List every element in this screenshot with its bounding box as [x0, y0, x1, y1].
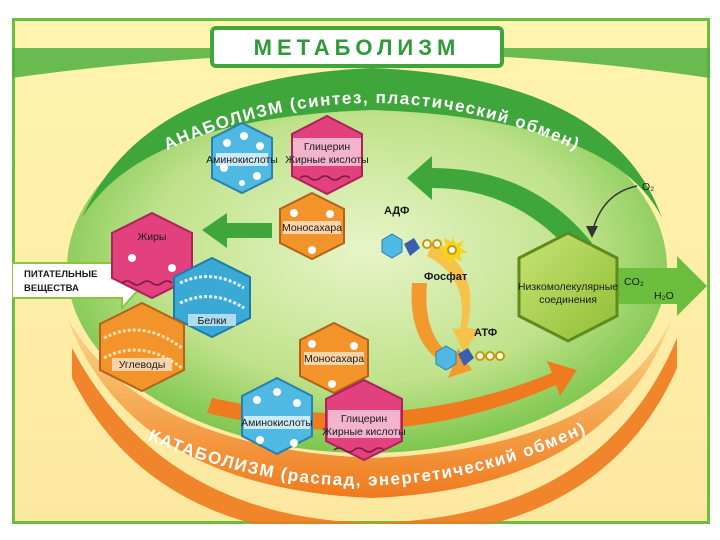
- hex-glycerin-top-line2: Жирные кислоты: [285, 154, 368, 166]
- hex-carbs-label: Углеводы: [119, 359, 166, 371]
- anabolism-arrow: [407, 156, 592, 248]
- hex-glycerin-bottom-line1: Глицерин: [341, 413, 388, 425]
- input-label-line2: ВЕЩЕСТВА: [24, 283, 79, 294]
- hex-glycerin-top: Глицерин Жирные кислоты: [285, 114, 369, 196]
- h2o-label: H₂O: [654, 290, 674, 302]
- hex-amino-top: Аминокислоты: [206, 121, 278, 195]
- hex-proteins-label: Белки: [198, 315, 227, 327]
- low-molecular-line1: Низкомолекулярные: [518, 281, 618, 293]
- o2-label: O₂: [642, 181, 654, 193]
- hex-low-molecular: Низкомолекулярные соединения: [517, 231, 619, 343]
- hex-monosugar-top: Моносахара: [279, 191, 345, 261]
- hex-monosugar-bottom: Моносахара: [299, 321, 369, 395]
- catabolism-band: [67, 318, 672, 498]
- hex-amino-bottom-label: Аминокислоты: [241, 417, 313, 429]
- hex-monosugar-bottom-label: Моносахара: [304, 353, 364, 365]
- atp-label: АТФ: [474, 327, 497, 339]
- top-band: [12, 48, 710, 78]
- hex-amino-top-label: Аминокислоты: [206, 154, 278, 166]
- phosphate-molecule: Фосфат: [424, 236, 468, 283]
- atp-cycle-arrow-right: [427, 243, 479, 353]
- anabolism-band: [82, 68, 662, 218]
- hex-fats: Жиры: [111, 211, 193, 300]
- input-label-line1: ПИТАТЕЛЬНЫЕ: [24, 269, 97, 280]
- hex-glycerin-top-line1: Глицерин: [304, 141, 351, 153]
- adp-label: АДФ: [384, 205, 409, 217]
- hex-fats-label: Жиры: [138, 231, 167, 243]
- hex-proteins: Белки: [173, 256, 251, 339]
- hex-glycerin-bottom-line2: Жирные кислоты: [322, 426, 405, 438]
- metabolism-diagram: МЕТАБОЛИЗМ АНАБОЛИЗМ (синтез, пластическ…: [12, 18, 710, 524]
- output-arrow: CO₂ H₂O: [612, 256, 707, 316]
- phosphate-label: Фосфат: [424, 271, 468, 283]
- hex-glycerin-bottom: Глицерин Жирные кислоты: [322, 378, 406, 462]
- co2-label: CO₂: [624, 276, 644, 288]
- low-molecular-line2: соединения: [539, 294, 597, 306]
- atp-molecule: АТФ: [435, 327, 505, 371]
- hex-monosugar-top-label: Моносахара: [282, 222, 342, 234]
- page-title: МЕТАБОЛИЗМ: [254, 35, 461, 60]
- o2-arrowhead: [586, 226, 598, 238]
- hex-amino-bottom: Аминокислоты: [241, 376, 313, 456]
- adp-molecule: АДФ: [381, 205, 442, 259]
- o2-arrow: [591, 185, 638, 234]
- title-plaque: [210, 26, 504, 68]
- metabolism-poster: МЕТАБОЛИЗМ АНАБОЛИЗМ (синтез, пластическ…: [12, 18, 710, 524]
- synthesis-arrow: [202, 213, 272, 248]
- atp-cycle-arrow-left: [411, 283, 472, 378]
- hex-carbs: Углеводы: [99, 301, 185, 393]
